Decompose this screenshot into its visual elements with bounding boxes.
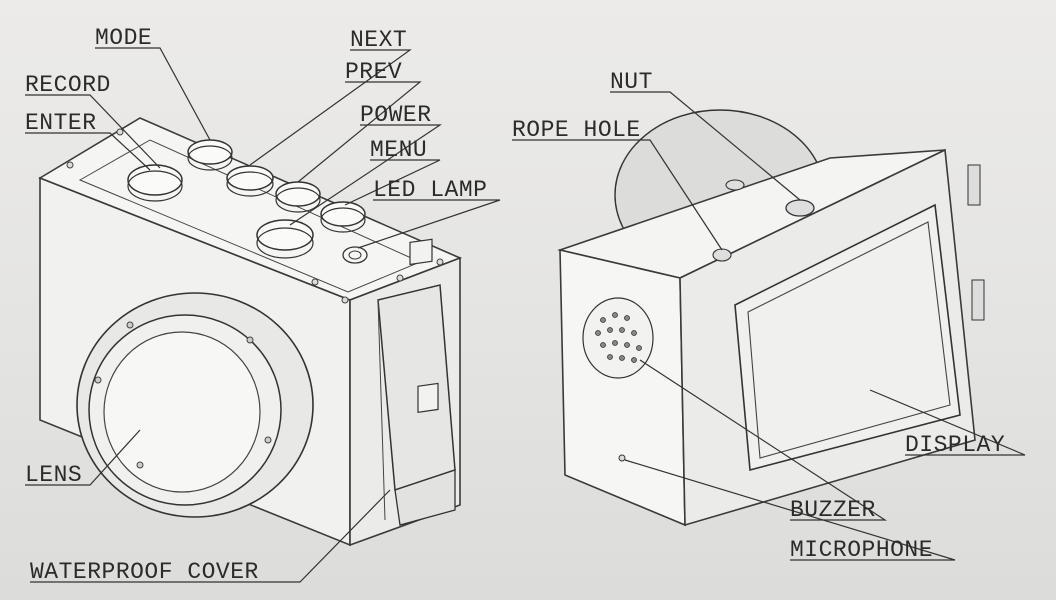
microphone-hole xyxy=(618,454,626,462)
camera-front-view xyxy=(38,117,463,547)
rear-side-face xyxy=(559,248,686,527)
menu-button xyxy=(320,201,366,233)
leader-lines xyxy=(25,47,1026,583)
led-lamp xyxy=(342,246,368,264)
label-record: RECORD xyxy=(25,72,111,98)
camera-rear-view xyxy=(557,109,985,527)
screw-icon xyxy=(66,128,444,304)
power-button xyxy=(256,219,314,259)
label-lens: LENS xyxy=(25,462,82,488)
buzzer-grille xyxy=(582,297,654,379)
tripod-nut xyxy=(785,199,815,217)
label-waterproof-cover: WATERPROOF COVER xyxy=(30,559,259,585)
label-prev: PREV xyxy=(345,59,402,85)
label-buzzer: BUZZER xyxy=(790,497,876,523)
label-rope-hole: ROPE HOLE xyxy=(512,117,641,143)
next-button xyxy=(226,165,274,197)
waterproof-cover xyxy=(377,238,456,526)
label-display: DISPLAY xyxy=(905,432,1005,458)
label-microphone: MICROPHONE xyxy=(790,537,933,563)
labels: MODE NEXT RECORD PREV ENTER POWER MENU L… xyxy=(25,25,1005,585)
label-menu: MENU xyxy=(370,137,427,163)
label-power: POWER xyxy=(360,102,432,128)
label-next: NEXT xyxy=(350,27,407,53)
prev-button xyxy=(275,181,321,213)
rope-hole xyxy=(712,248,732,262)
label-mode: MODE xyxy=(95,25,152,51)
lens xyxy=(76,292,314,518)
record-button xyxy=(127,164,183,202)
label-nut: NUT xyxy=(610,69,653,95)
label-led-lamp: LED LAMP xyxy=(373,177,487,203)
label-enter: ENTER xyxy=(25,110,97,136)
